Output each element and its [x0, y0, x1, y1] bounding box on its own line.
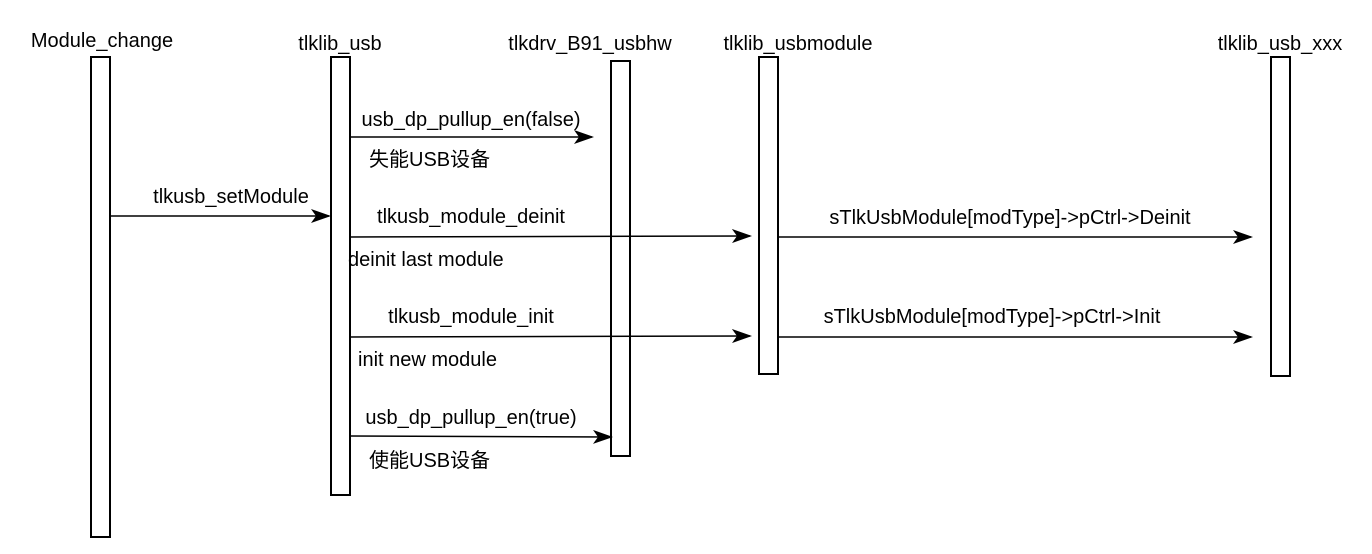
message-label-pctrl-init: sTlkUsbModule[modType]->pCtrl->Init — [824, 306, 1161, 328]
lifeline-tlklib-usbmodule — [758, 56, 779, 375]
lifeline-tlklib-usb — [330, 56, 351, 496]
participant-title-tlklib-usb: tlklib_usb — [298, 33, 381, 55]
message-arrow-module-init — [349, 329, 752, 344]
message-label-module-deinit: tlkusb_module_deinit — [377, 206, 565, 228]
lifeline-tlkdrv-b91-usbhw — [610, 60, 631, 457]
message-label-pctrl-deinit: sTlkUsbModule[modType]->pCtrl->Deinit — [829, 207, 1191, 229]
message-arrow-module-deinit — [349, 229, 752, 244]
lifeline-tlklib-usb-xxx — [1270, 56, 1291, 377]
message-label-pullup-true: usb_dp_pullup_en(true) — [365, 407, 576, 429]
message-label-setmodule: tlkusb_setModule — [153, 186, 309, 208]
lifeline-module-change — [90, 56, 111, 538]
participant-title-tlkdrv-b91-usbhw: tlkdrv_B91_usbhw — [508, 33, 672, 55]
message-note-deinit-last-module: deinit last module — [348, 249, 504, 271]
participant-title-module-change: Module_change — [31, 30, 173, 52]
message-note-enable-usb: 使能USB设备 — [369, 449, 490, 472]
message-note-disable-usb: 失能USB设备 — [369, 148, 490, 171]
participant-title-tlklib-usb-xxx: tlklib_usb_xxx — [1218, 33, 1343, 55]
message-label-module-init: tlkusb_module_init — [388, 306, 554, 328]
message-note-init-new-module: init new module — [358, 349, 497, 371]
participant-title-tlklib-usbmodule: tlklib_usbmodule — [724, 33, 873, 55]
message-arrow-pullup-true — [349, 429, 613, 444]
message-label-pullup-false: usb_dp_pullup_en(false) — [361, 109, 580, 131]
